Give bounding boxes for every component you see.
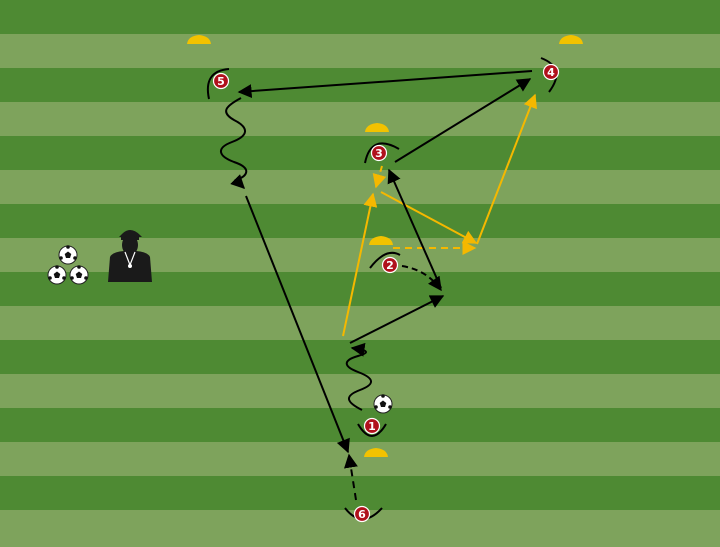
cone-icon	[365, 123, 389, 132]
player-number: 6	[358, 508, 366, 521]
player-marker-icon	[369, 251, 401, 269]
cone-icon	[559, 35, 583, 44]
player-number: 4	[547, 66, 555, 79]
yellow-movement-lines	[342, 93, 537, 337]
player-marker-icon	[357, 423, 387, 437]
player-number: 1	[368, 420, 376, 433]
player-3: 3	[364, 142, 400, 164]
soccer-ball-icon	[58, 245, 78, 265]
soccer-ball-icon	[47, 265, 67, 285]
coach-icon	[108, 230, 152, 282]
player-5: 5	[207, 68, 230, 100]
cone-icon	[364, 448, 388, 457]
player-6: 6	[344, 505, 383, 523]
player-marker-icon	[207, 68, 230, 100]
ball-pile	[47, 245, 89, 285]
black-movement-lines	[220, 70, 533, 501]
player-number: 2	[386, 259, 394, 272]
player-number: 5	[217, 75, 225, 88]
soccer-ball-icon	[69, 265, 89, 285]
cones	[187, 35, 583, 457]
player-4: 4	[540, 57, 560, 93]
player-1: 1	[357, 417, 387, 437]
cone-icon	[369, 236, 393, 245]
player-number: 3	[375, 147, 383, 160]
player-marker-icon	[364, 142, 400, 164]
cone-icon	[187, 35, 211, 44]
player-2: 2	[369, 251, 401, 274]
soccer-ball-icon	[373, 394, 393, 414]
